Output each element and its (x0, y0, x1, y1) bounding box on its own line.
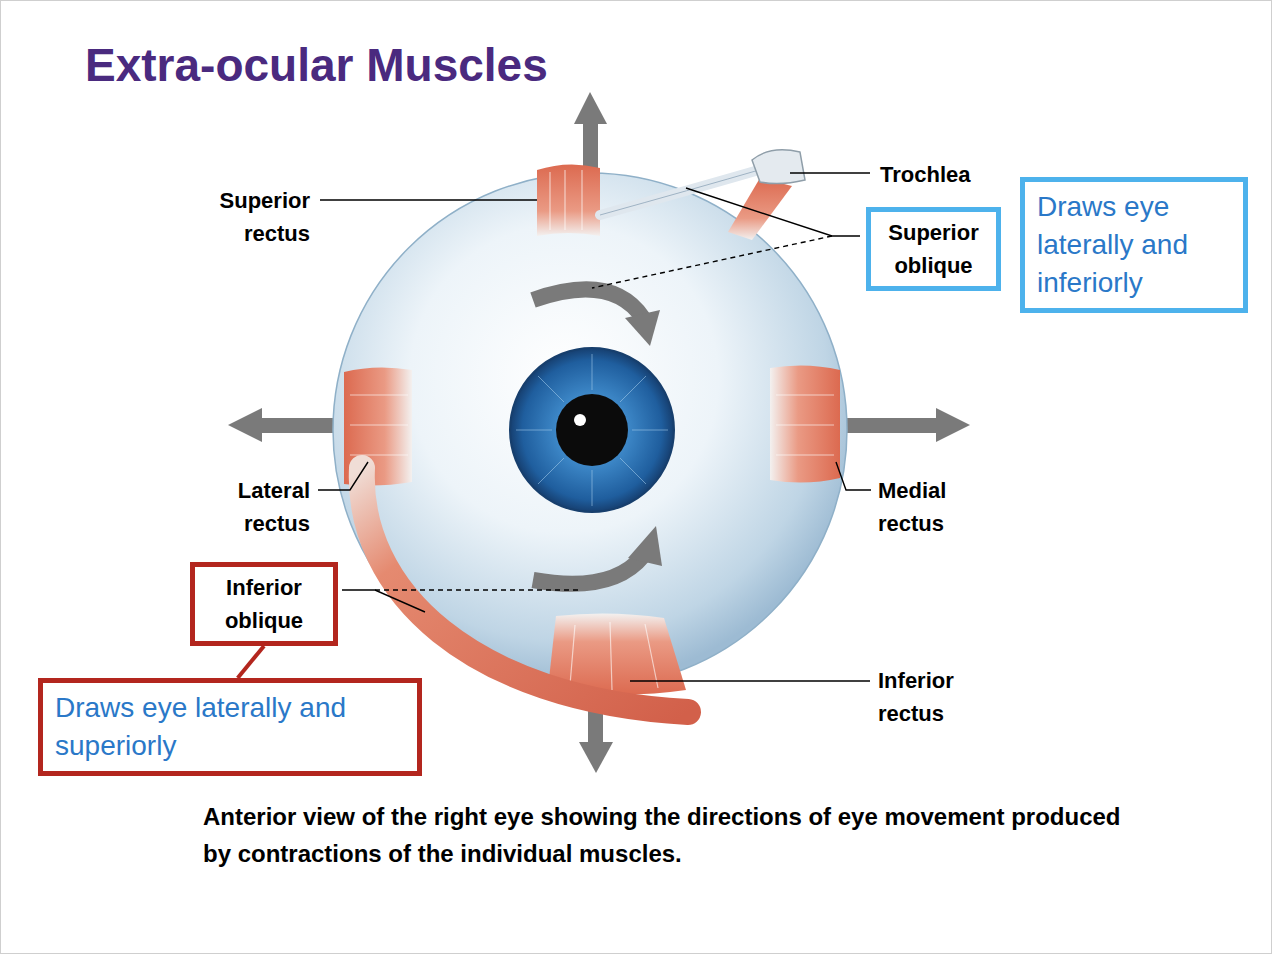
node-text: Inferior oblique (203, 571, 325, 637)
arrow-head (574, 92, 607, 124)
arrow-head (625, 310, 660, 346)
superior-oblique-muscle (728, 178, 792, 240)
leader-line (790, 172, 870, 173)
leader-line (630, 680, 870, 681)
arrow-shaft (583, 120, 598, 170)
medial-rectus-muscle (770, 365, 840, 482)
action-callout-box: Draws eye laterally and inferiorly (1020, 177, 1248, 313)
part-label: Lateral rectus (180, 474, 310, 540)
rotation-arrow (533, 556, 643, 584)
figure-caption: Anterior view of the right eye showing t… (203, 798, 1123, 872)
arrow-head (936, 408, 970, 442)
action-callout-box: Draws eye laterally and superiorly (38, 678, 422, 776)
leader-line (320, 199, 537, 200)
part-label: Medial rectus (878, 474, 1008, 540)
pupil-highlight (574, 414, 586, 426)
muscle-name-box: Inferior oblique (190, 562, 338, 646)
iris (510, 348, 674, 512)
arrow-shaft (835, 418, 938, 433)
trochlea (752, 150, 805, 184)
muscle-name-box: Superior oblique (866, 207, 1001, 291)
leader-line (318, 462, 368, 490)
arrow-head (628, 526, 662, 566)
direction-arrows (228, 92, 970, 773)
leader-line (686, 188, 860, 236)
pupil (556, 394, 628, 466)
leader-lines (318, 173, 871, 681)
leader-line-dashed (592, 236, 832, 288)
node-text: Superior oblique (879, 216, 988, 282)
slide-title: Extra-ocular Muscles (85, 38, 548, 92)
node-text: Draws eye laterally and superiorly (55, 689, 405, 765)
superior-rectus-muscle (537, 164, 600, 236)
iris-fibres (516, 354, 668, 506)
node-text: Draws eye laterally and inferiorly (1037, 188, 1231, 302)
inferior-oblique-muscle (362, 468, 688, 712)
leader-line-dashed (375, 589, 578, 590)
arrow-head (228, 408, 262, 442)
leader-line (836, 462, 871, 490)
part-label: Superior rectus (180, 184, 310, 250)
part-label: Trochlea (880, 158, 970, 191)
arrow-head (579, 742, 613, 773)
part-label: Inferior rectus (878, 664, 1008, 730)
rotation-arrow (533, 289, 643, 318)
callout-connector (238, 646, 264, 678)
superior-oblique-tendon (600, 168, 766, 215)
tendon-edge (600, 168, 766, 215)
leader-line (342, 590, 425, 612)
